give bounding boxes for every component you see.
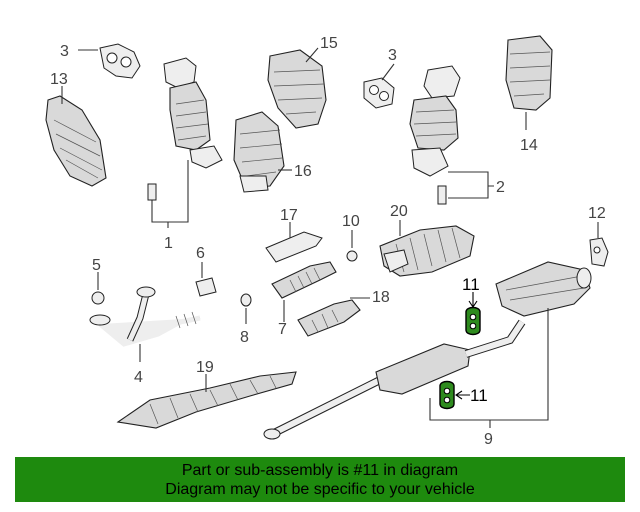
leader-3b — [381, 63, 395, 81]
callout-7: 7 — [278, 321, 287, 338]
leader-1 — [151, 160, 189, 228]
part-1-catalytic-converter-left[interactable] — [163, 57, 223, 169]
callout-12: 12 — [588, 205, 606, 222]
part-3-gasket-left[interactable] — [99, 43, 141, 79]
notice-line-1: Part or sub-assembly is #11 in diagram — [181, 462, 459, 479]
callout-11b: 11 — [470, 386, 488, 405]
callout-1: 1 — [164, 235, 173, 252]
leader-11b — [455, 390, 470, 400]
part-6-bracket[interactable] — [195, 277, 217, 297]
notice-banner: Part or sub-assembly is #11 in diagram D… — [15, 457, 625, 502]
callout-3b: 3 — [388, 47, 397, 64]
part-17-gasket[interactable] — [265, 231, 323, 263]
part-10-nut[interactable] — [346, 250, 358, 262]
part-12-hanger[interactable] — [589, 237, 609, 267]
callout-10: 10 — [342, 213, 360, 230]
part-19-heat-shield-floor[interactable] — [116, 371, 297, 429]
callout-13: 13 — [50, 71, 68, 88]
callout-16: 16 — [294, 163, 312, 180]
part-13-heat-shield[interactable] — [45, 95, 107, 187]
part-2-catalytic-converter-right[interactable] — [409, 65, 461, 177]
oxygen-sensor-right — [437, 185, 447, 205]
leader-9 — [429, 308, 549, 428]
notice-line-2: Diagram may not be specific to your vehi… — [165, 481, 475, 498]
part-8-washer[interactable] — [240, 293, 252, 307]
part-11-rubber-hanger-lower[interactable] — [439, 380, 455, 410]
part-11-rubber-hanger-upper[interactable] — [465, 306, 481, 336]
callout-11a: 11 — [462, 275, 480, 294]
part-15-heat-shield-upper[interactable] — [267, 49, 327, 129]
part-4-front-pipe[interactable] — [89, 286, 201, 347]
callout-8: 8 — [240, 329, 249, 346]
part-3-gasket-right[interactable] — [363, 77, 395, 109]
callout-15: 15 — [320, 35, 338, 52]
oxygen-sensor-left — [147, 183, 157, 201]
part-16-heat-shield-lower[interactable] — [233, 111, 285, 193]
callout-2: 2 — [496, 179, 505, 196]
leader-15 — [305, 47, 319, 63]
callout-6: 6 — [196, 245, 205, 262]
callout-19: 19 — [196, 359, 214, 376]
part-5-nut[interactable] — [91, 291, 105, 305]
part-9-muffler-assembly[interactable] — [263, 261, 592, 440]
part-20-converter[interactable] — [379, 225, 475, 277]
part-18-gasket[interactable] — [297, 299, 361, 337]
callout-17: 17 — [280, 207, 298, 224]
callout-4: 4 — [134, 369, 143, 386]
leader-11a — [468, 292, 478, 308]
callout-5: 5 — [92, 257, 101, 274]
callout-20: 20 — [390, 203, 408, 220]
leader-2 — [448, 171, 494, 199]
callout-9: 9 — [484, 431, 493, 448]
callout-18: 18 — [372, 289, 390, 306]
part-7-flex-pipe[interactable] — [271, 261, 337, 299]
callout-14: 14 — [520, 137, 538, 154]
part-14-heat-shield-right[interactable] — [505, 35, 553, 111]
callout-3a: 3 — [60, 43, 69, 60]
